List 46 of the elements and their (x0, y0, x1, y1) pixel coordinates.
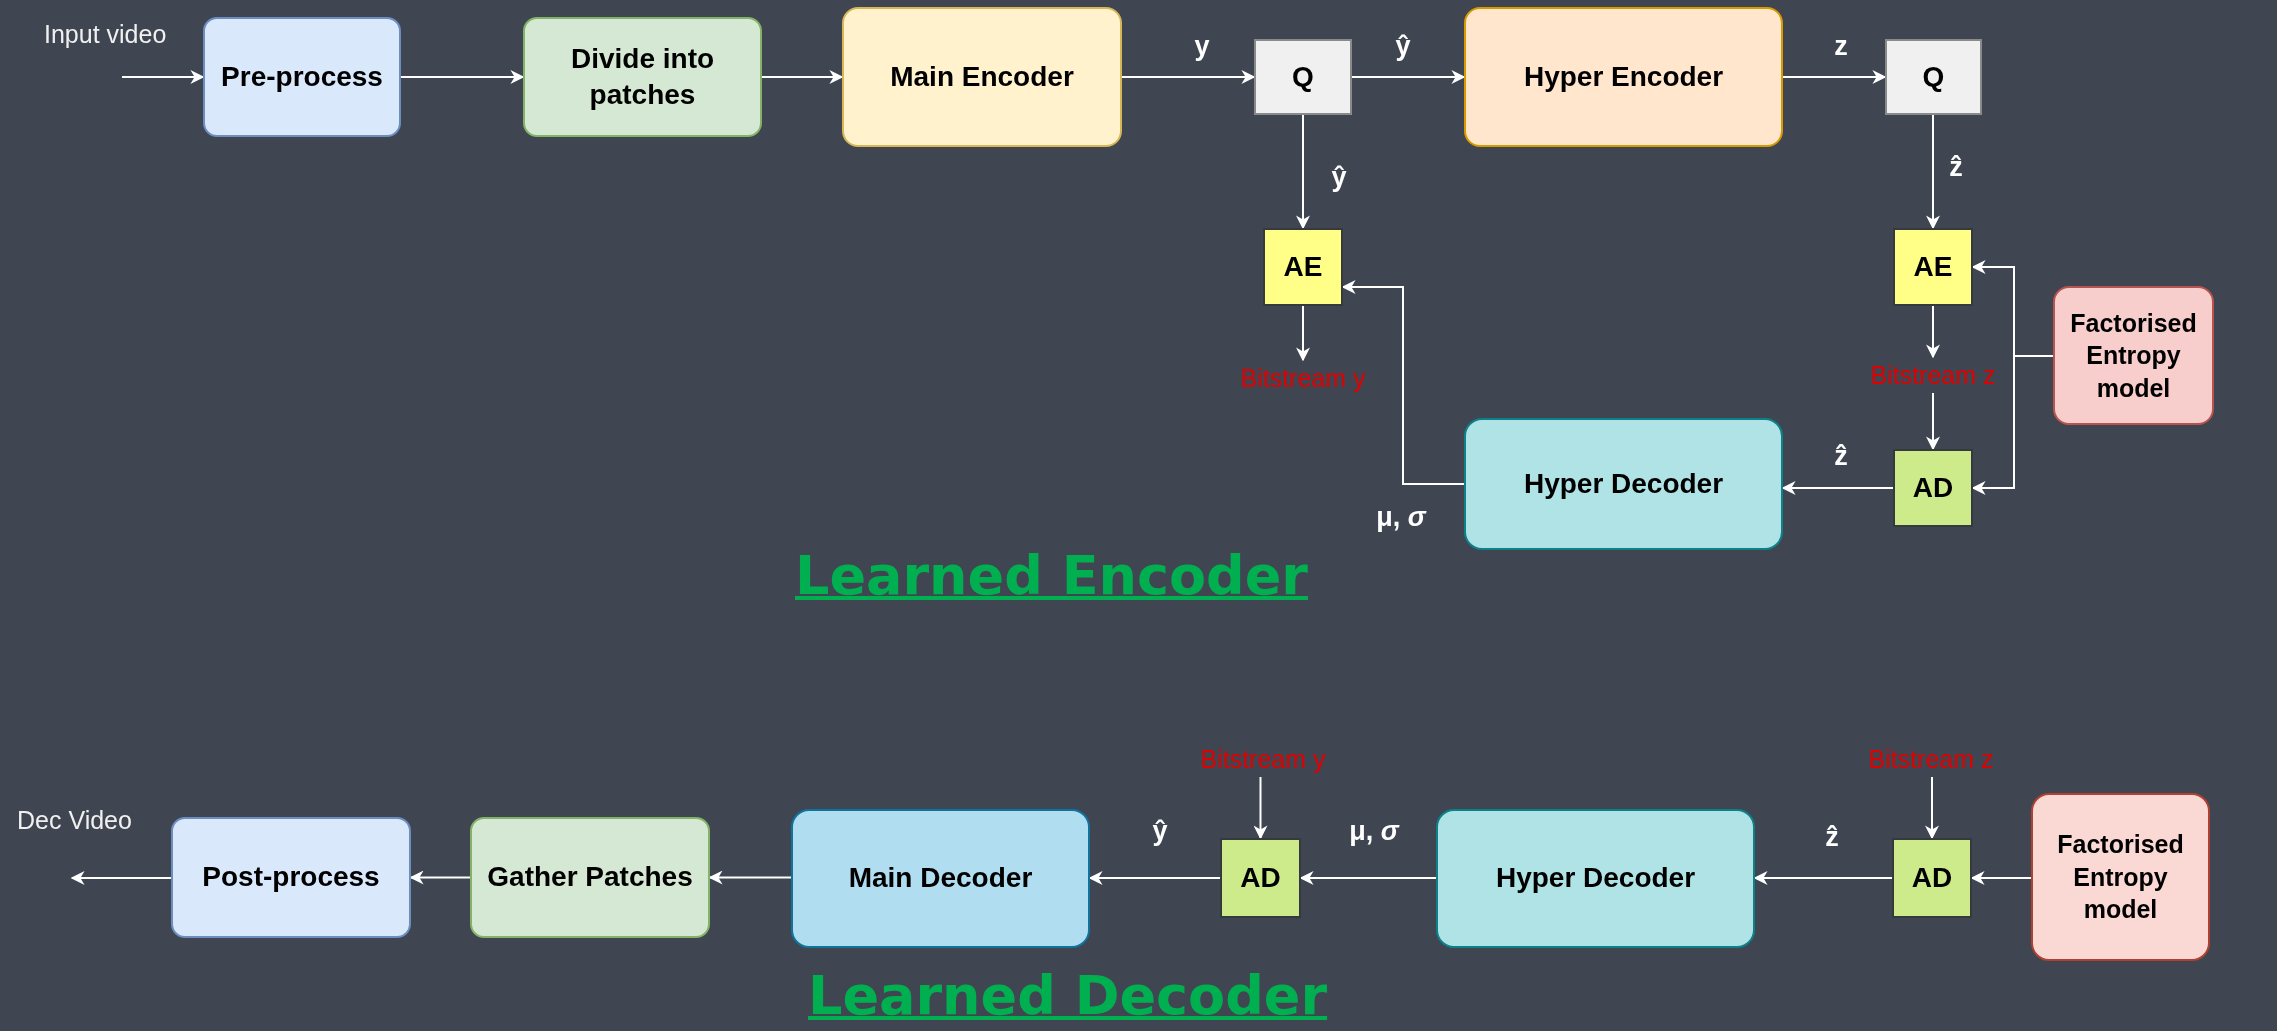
arrow (70, 871, 172, 885)
bitstream-text: Bitstream y (1200, 744, 1326, 774)
quantizer-box: Q (1254, 39, 1352, 115)
arrow (1121, 70, 1256, 84)
quantizer-box: Q (1885, 39, 1982, 115)
arrow (761, 70, 844, 84)
section-heading: Learned Encoder (795, 546, 1308, 606)
bitstream-text: Bitstream z (1870, 360, 1996, 390)
encoder-box: Main Encoder (842, 7, 1122, 147)
decoder-box: AD (1893, 449, 1973, 527)
decoder-box: Main Decoder (791, 809, 1090, 948)
model-box: Factorised Entropy model (2031, 793, 2210, 961)
arrow (1296, 305, 1310, 362)
bitstream-text: Bitstream y (1240, 363, 1366, 393)
arrow (1351, 70, 1466, 84)
arrow (1926, 392, 1940, 451)
arrow (1925, 776, 1939, 840)
arrow (1971, 355, 2054, 495)
decoder-box: Hyper Decoder (1464, 418, 1783, 550)
decoder-box: AD (1892, 838, 1972, 918)
arrow (1088, 871, 1221, 885)
model-box: Factorised Entropy model (2053, 286, 2214, 425)
arrow (409, 870, 471, 885)
input-label: Input video (44, 20, 167, 49)
encoder-box: AE (1263, 228, 1343, 306)
arrow (1926, 305, 1940, 359)
arrow (1296, 114, 1310, 230)
decoder-box: Hyper Decoder (1436, 809, 1755, 948)
arrow (1781, 481, 1894, 495)
encoder-box: Hyper Encoder (1464, 7, 1783, 147)
process-box: Pre-process (203, 17, 401, 137)
arrow (1753, 871, 1893, 885)
arrow (400, 70, 525, 84)
process-box: Gather Patches (470, 817, 710, 938)
decoder-box: AD (1220, 838, 1301, 918)
section-heading: Learned Decoder (808, 966, 1328, 1026)
arrow (1782, 70, 1887, 84)
arrow (1253, 776, 1268, 840)
output-label: Dec Video (17, 806, 132, 835)
arrow (708, 870, 792, 885)
arrow (121, 70, 205, 84)
arrow (1926, 114, 1940, 230)
process-box: Divide into patches (523, 17, 762, 137)
bitstream-text: Bitstream z (1868, 744, 1994, 774)
process-box: Post-process (171, 817, 411, 938)
encoder-box: AE (1893, 228, 1973, 306)
